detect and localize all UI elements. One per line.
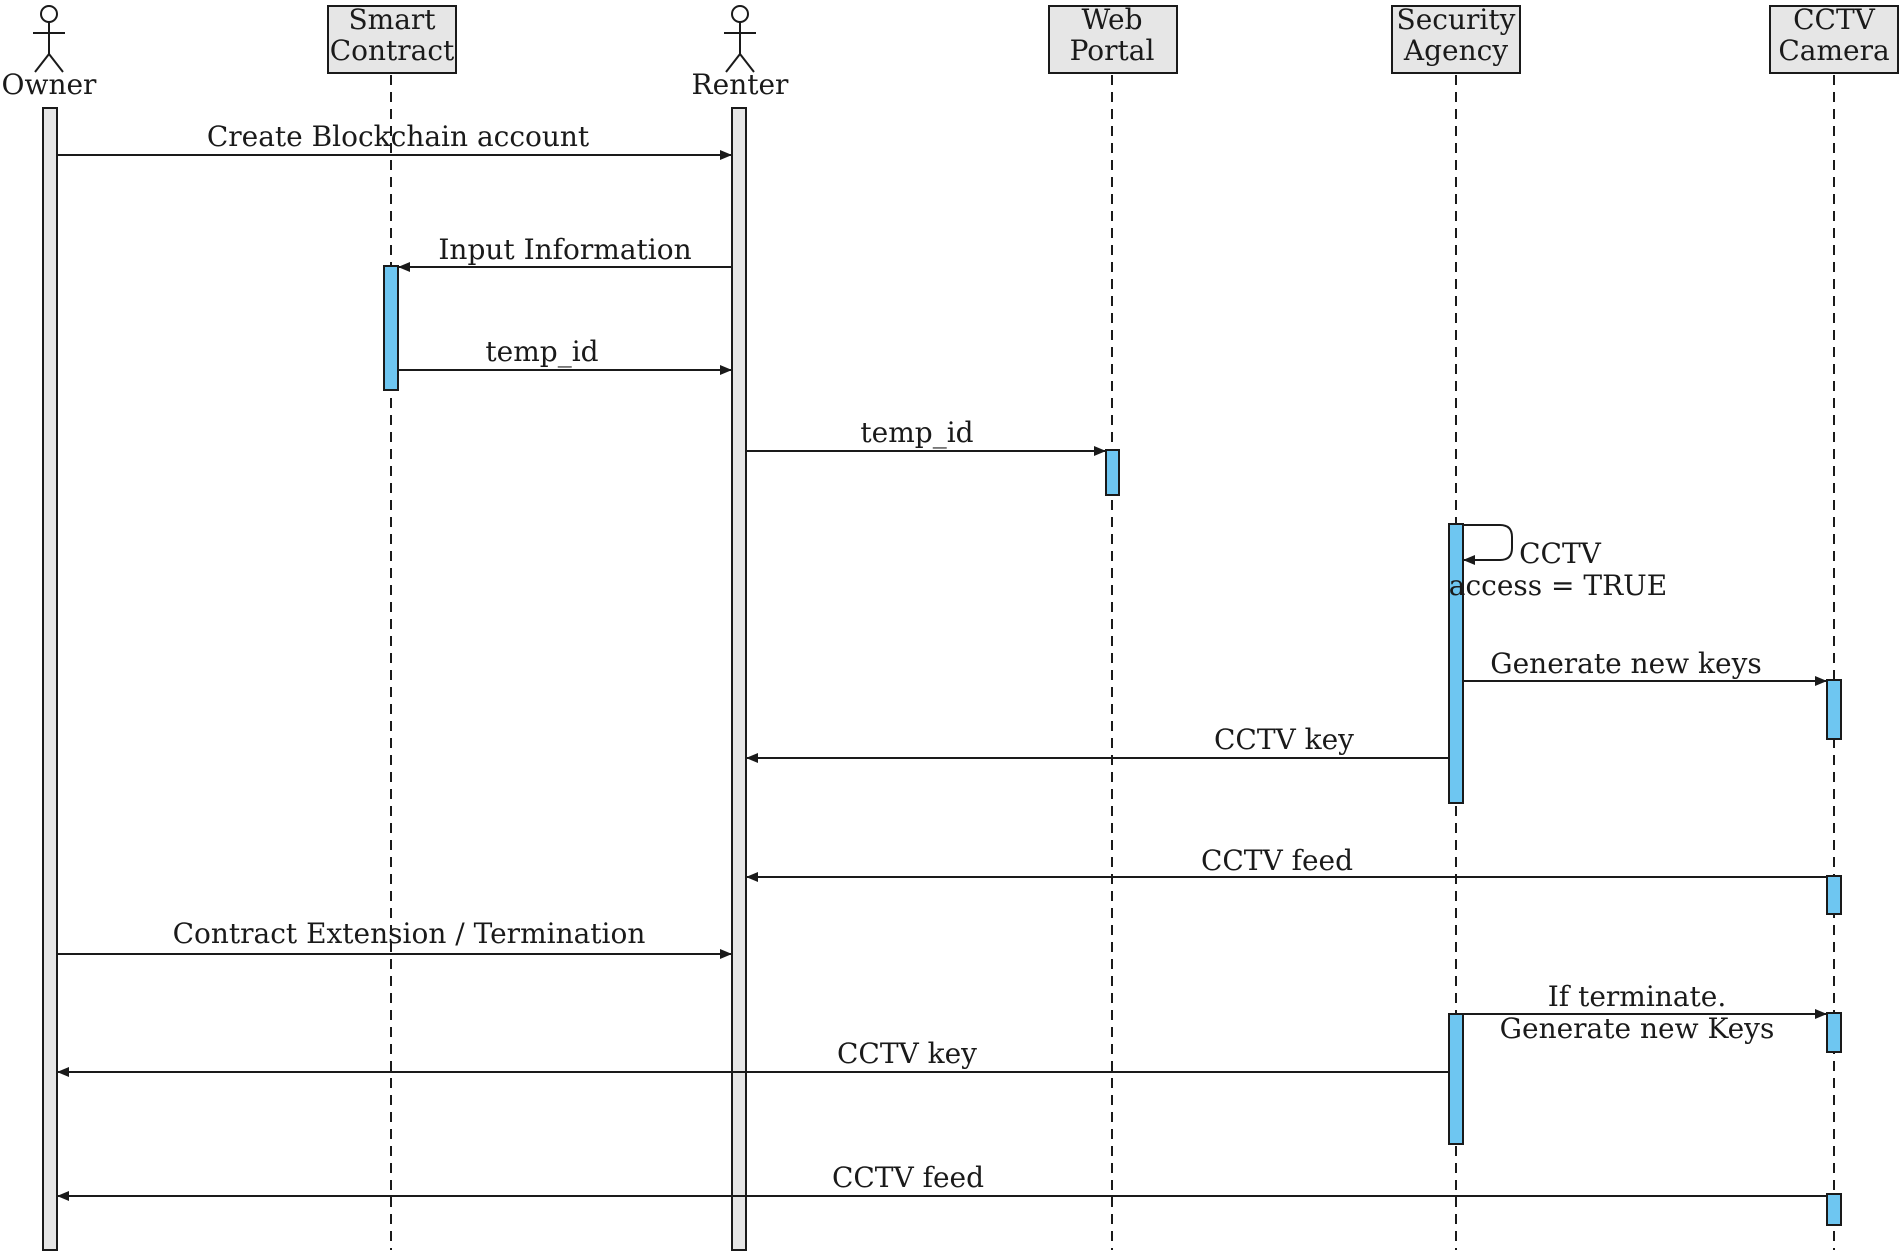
security-agency-activation-1	[1448, 523, 1464, 804]
message-label-cctv-feed-2: CCTV feed	[832, 1161, 984, 1194]
message-label-generate-new-keys: Generate new keys	[1490, 647, 1762, 680]
security-agency-label-line1: Security	[1397, 3, 1516, 36]
cctv-camera-header-box	[1769, 5, 1899, 74]
message-label-temp-id-2: temp_id	[860, 416, 973, 449]
participant-web-portal: Web Portal	[1048, 3, 1178, 74]
message-label-temp-id-1: temp_id	[485, 335, 598, 368]
message-label-input-information: Input Information	[438, 233, 691, 266]
message-label-cctv-access-line1: CCTV	[1519, 537, 1602, 570]
participant-owner: Owner	[2, 5, 98, 101]
messages	[57, 150, 1827, 1201]
stick-figure-icon	[724, 5, 756, 73]
message-label-cctv-key-2: CCTV key	[837, 1037, 977, 1070]
message-label-cctv-access-line2: access = TRUE	[1449, 569, 1667, 602]
cctv-camera-activation-1	[1826, 679, 1842, 740]
renter-label: Renter	[692, 68, 790, 101]
security-agency-activation-2	[1448, 1013, 1464, 1145]
message-label-create-account: Create Blockchain account	[207, 120, 590, 153]
activation-bars	[383, 265, 1842, 1226]
owner-label: Owner	[2, 68, 98, 101]
security-agency-header-box	[1391, 5, 1521, 74]
message-label-contract-extension: Contract Extension / Termination	[173, 917, 646, 950]
stick-figure-icon	[33, 5, 65, 73]
web-portal-header-box	[1048, 5, 1178, 74]
message-label-if-terminate-line2: Generate new Keys	[1500, 1012, 1775, 1045]
web-portal-label-line2: Portal	[1070, 34, 1155, 67]
smart-contract-label-line1: Smart	[348, 3, 436, 36]
smart-contract-activation	[383, 265, 399, 391]
owner-lifeline-bar	[42, 107, 58, 1251]
participant-smart-contract: Smart Contract	[327, 3, 457, 74]
cctv-camera-label-line2: Camera	[1778, 34, 1889, 67]
participant-renter: Renter	[692, 5, 790, 101]
message-label-if-terminate-line1: If terminate.	[1548, 980, 1727, 1013]
cctv-camera-activation-4	[1826, 1193, 1842, 1226]
smart-contract-label-line2: Contract	[330, 34, 455, 67]
web-portal-activation	[1105, 449, 1120, 496]
smart-contract-header-box	[327, 5, 457, 74]
web-portal-label-line1: Web	[1082, 3, 1143, 36]
message-labels: Create Blockchain account Input Informat…	[173, 120, 1775, 1194]
message-arrow-cctv-access-self	[1463, 524, 1513, 565]
cctv-camera-label-line1: CCTV	[1793, 3, 1876, 36]
security-agency-label-line2: Agency	[1403, 34, 1508, 67]
cctv-camera-activation-2	[1826, 875, 1842, 915]
renter-lifeline-bar	[731, 107, 747, 1251]
participant-security-agency: Security Agency	[1391, 3, 1521, 74]
participant-cctv-camera: CCTV Camera	[1769, 3, 1899, 74]
cctv-camera-activation-3	[1826, 1012, 1842, 1053]
message-label-cctv-feed-1: CCTV feed	[1201, 844, 1353, 877]
message-label-cctv-key-1: CCTV key	[1214, 723, 1354, 756]
